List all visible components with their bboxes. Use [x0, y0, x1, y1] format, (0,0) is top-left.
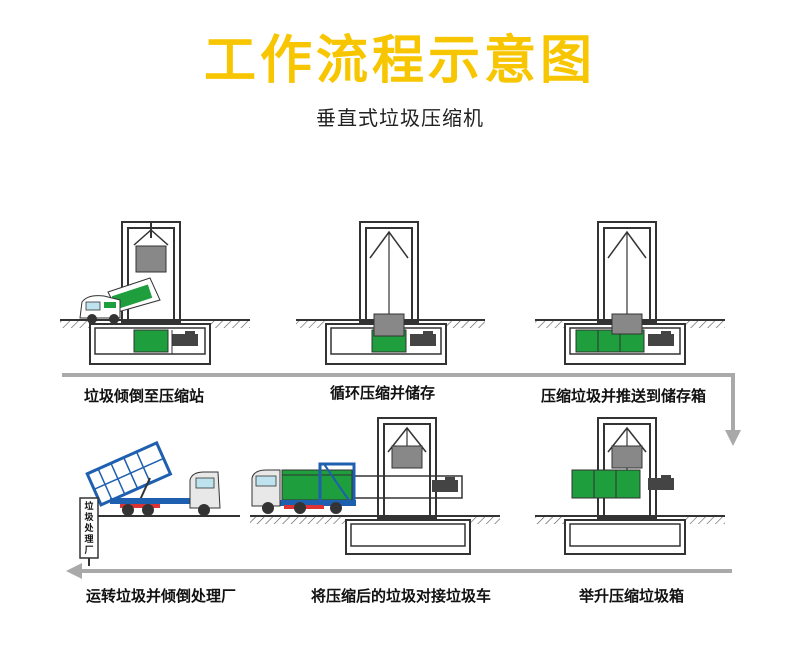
- panel-compress-store: [296, 221, 485, 365]
- small-truck: [79, 277, 161, 324]
- tower-frame: [359, 221, 419, 323]
- compactor-motor: [172, 331, 198, 346]
- step-5-label: 将压缩后的垃圾对接垃圾车: [311, 587, 492, 605]
- green-container: [575, 329, 645, 353]
- tower-frame: [121, 221, 181, 323]
- panel-dock-truck: [250, 417, 500, 555]
- plant-signpost: [79, 497, 99, 566]
- compactor-head: [391, 445, 423, 469]
- step-6-label: 运转垃圾并倾倒处理厂: [86, 587, 237, 605]
- compactor-motor: [432, 477, 458, 492]
- compactor-head: [611, 313, 643, 335]
- panel-push-storage: [535, 221, 725, 365]
- panel-transport-dump: [79, 440, 240, 566]
- page-subtitle: 垂直式垃圾压缩机: [316, 106, 484, 130]
- green-container: [571, 469, 641, 499]
- compactor-head: [373, 313, 405, 337]
- compactor-head: [135, 245, 167, 273]
- step-2-label: 循环压缩并储存: [330, 384, 436, 402]
- pit: [564, 519, 686, 555]
- step-1-label: 垃圾倾倒至压缩站: [84, 387, 205, 405]
- pit: [345, 519, 471, 555]
- page-title: 工作流程示意图: [203, 31, 596, 91]
- tower-frame: [351, 417, 463, 519]
- dump-truck: [80, 440, 240, 517]
- compactor-motor: [410, 331, 436, 346]
- panel-dump-station: [60, 221, 250, 365]
- flow-arrow-top: [62, 373, 741, 446]
- flow-arrow-bottom: [66, 563, 732, 579]
- panel-lift-container: [535, 417, 725, 555]
- garbage-truck: [251, 462, 356, 514]
- ground-hatch: [535, 515, 725, 524]
- tower-frame: [597, 221, 657, 323]
- compactor-motor: [648, 475, 674, 490]
- compactor-motor: [648, 331, 674, 346]
- step-3-label: 压缩垃圾并推送到储存箱: [541, 387, 707, 405]
- green-container: [133, 329, 169, 353]
- compactor-head: [611, 445, 643, 469]
- plant-sign-label: 垃圾处理厂: [84, 502, 94, 556]
- ground-hatch: [250, 515, 500, 524]
- step-4-label: 举升压缩垃圾箱: [579, 587, 685, 605]
